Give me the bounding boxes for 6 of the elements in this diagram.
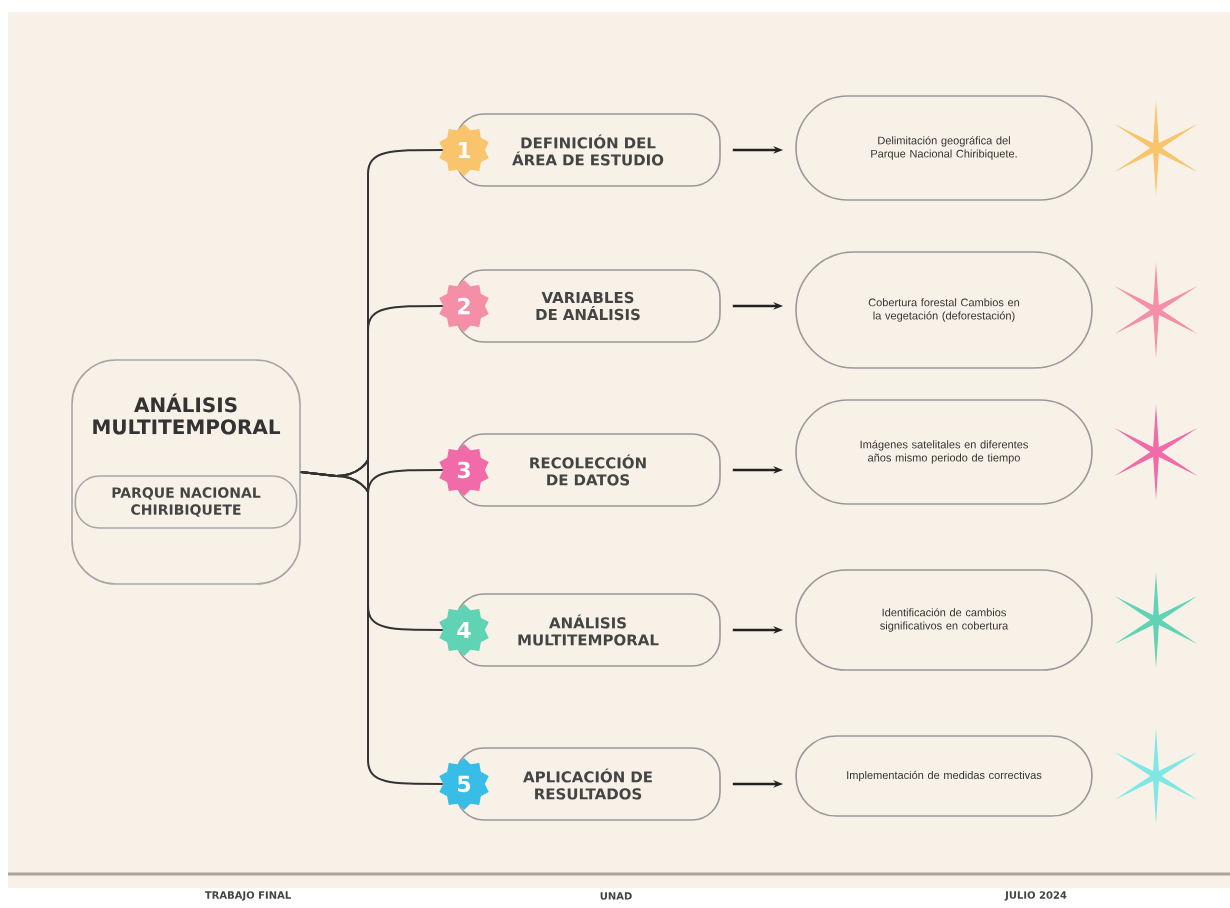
number-badge: 5: [439, 757, 489, 810]
brace-line: [299, 471, 444, 785]
number-badge: 2: [439, 280, 489, 332]
number-badge: 1: [439, 124, 489, 176]
number-badge: 3: [439, 444, 489, 496]
number-badge: 4: [439, 604, 489, 656]
